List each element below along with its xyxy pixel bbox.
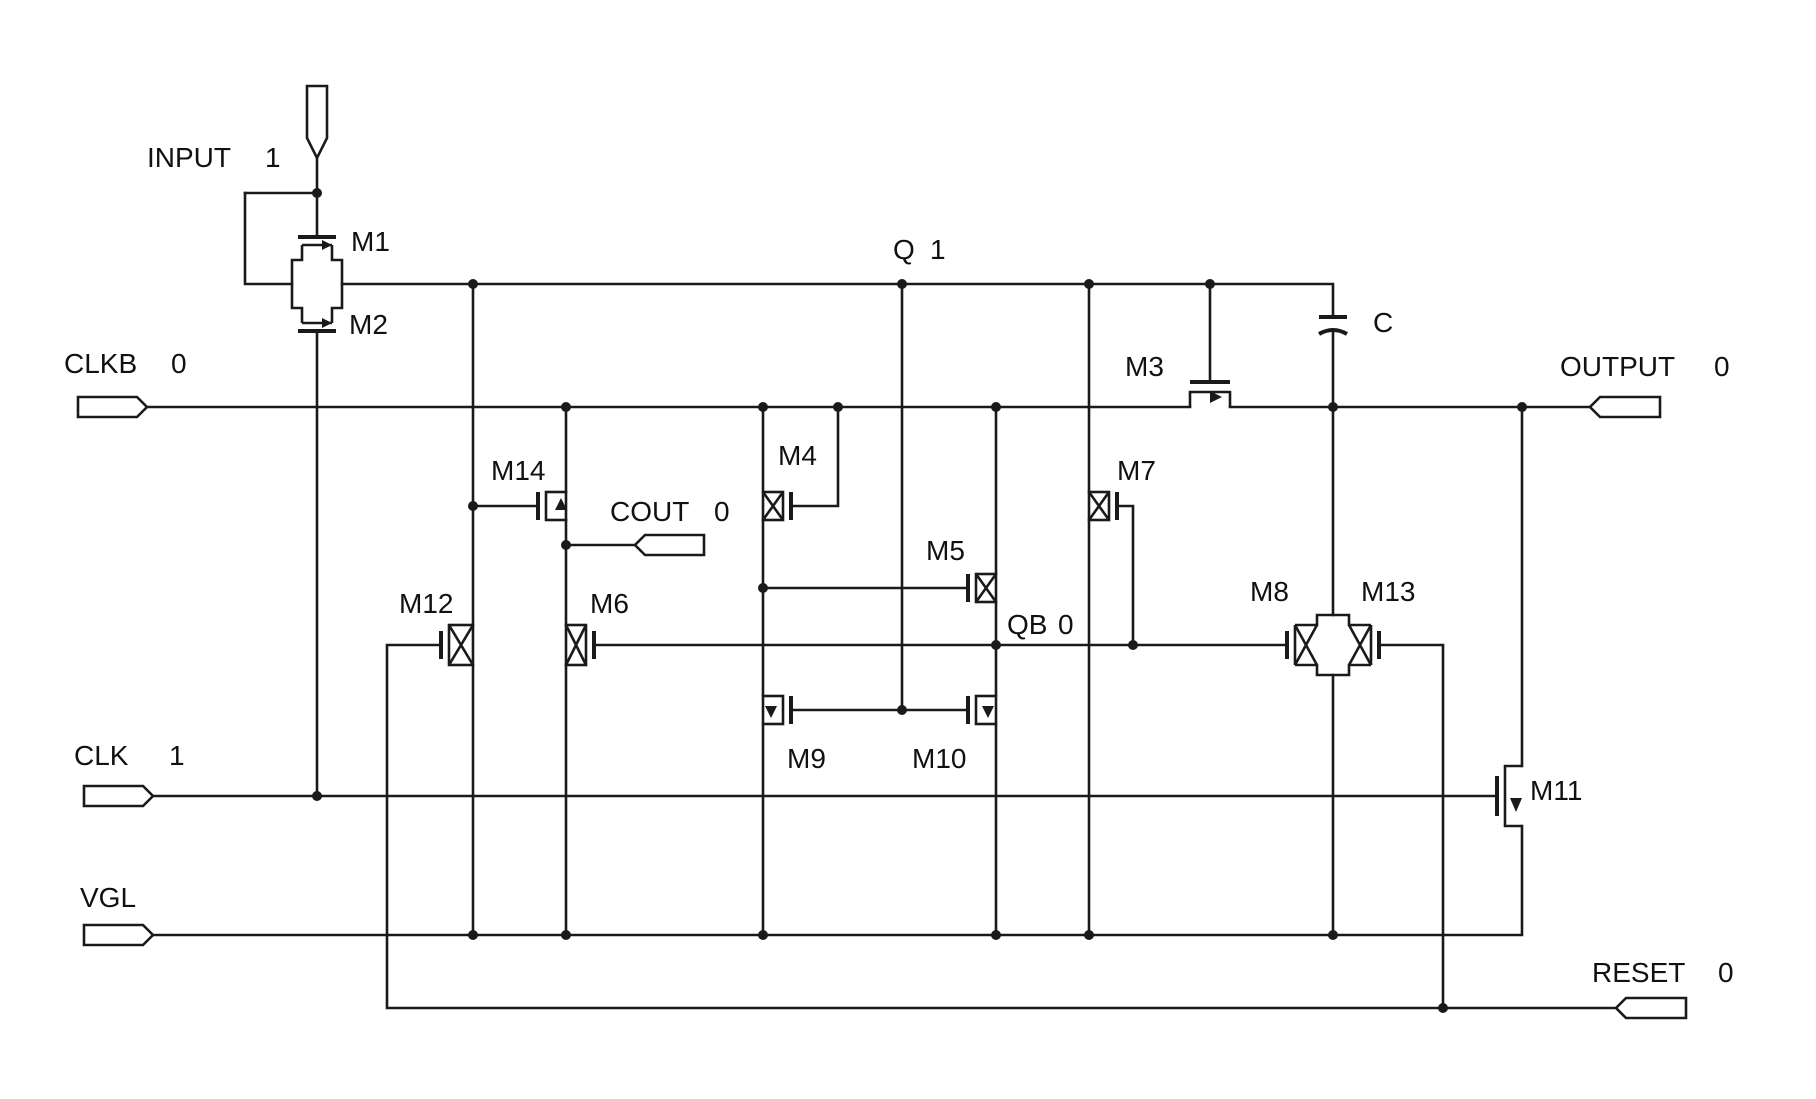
label-m11: M11	[1530, 775, 1582, 806]
clk-value: 1	[169, 740, 185, 771]
vgl-pin	[84, 925, 153, 945]
reset-pin	[1616, 998, 1686, 1018]
transistor-m12	[441, 625, 473, 665]
label-m5: M5	[926, 535, 965, 566]
transistor-m9	[763, 696, 791, 724]
label-m7: M7	[1117, 455, 1156, 486]
output-value: 0	[1714, 351, 1730, 382]
label-m4: M4	[778, 440, 817, 471]
output-label: OUTPUT	[1560, 351, 1675, 382]
q-value: 1	[930, 234, 946, 265]
transistor-m6	[566, 625, 594, 665]
clk-pin	[84, 786, 153, 806]
transistor-m1-m2	[292, 237, 342, 331]
input-label: INPUT	[147, 142, 231, 173]
clkb-label: CLKB	[64, 348, 137, 379]
input-pin	[307, 86, 327, 158]
capacitor-c	[1319, 317, 1347, 334]
qb-label: QB	[1007, 609, 1047, 640]
vgl-label: VGL	[80, 882, 136, 913]
signal-labels: INPUT 1 Q 1 C CLKB 0 OUTPUT 0 COUT 0 QB …	[64, 142, 1734, 988]
cout-label: COUT	[610, 496, 689, 527]
label-m13: M13	[1361, 576, 1415, 607]
transistor-m4	[763, 492, 791, 520]
label-m6: M6	[590, 588, 629, 619]
transistor-m11	[1497, 766, 1522, 826]
transistor-m3	[1190, 382, 1230, 407]
output-pin	[1590, 397, 1660, 417]
label-m3: M3	[1125, 351, 1164, 382]
transistor-m10	[968, 696, 996, 724]
clk-label: CLK	[74, 740, 129, 771]
input-value: 1	[265, 142, 281, 173]
transistor-m5	[968, 574, 996, 602]
transistor-m14	[538, 492, 567, 520]
label-m8: M8	[1250, 576, 1289, 607]
label-m1: M1	[351, 226, 390, 257]
qb-value: 0	[1058, 609, 1074, 640]
clkb-pin	[78, 397, 147, 417]
transistor-m7	[1089, 492, 1117, 520]
q-label: Q	[893, 234, 915, 265]
cout-pin	[635, 535, 704, 555]
junction-dots	[312, 188, 1527, 1013]
reset-value: 0	[1718, 957, 1734, 988]
cout-value: 0	[714, 496, 730, 527]
label-m10: M10	[912, 743, 966, 774]
label-m12: M12	[399, 588, 453, 619]
cap-label: C	[1373, 307, 1393, 338]
transistor-m8-m13	[1287, 615, 1379, 675]
label-m9: M9	[787, 743, 826, 774]
reset-label: RESET	[1592, 957, 1685, 988]
transistor-labels: M1 M2 M3 M4 M5 M6 M7 M8 M9 M10 M11 M12 M…	[349, 226, 1582, 806]
label-m2: M2	[349, 309, 388, 340]
label-m14: M14	[491, 455, 545, 486]
clkb-value: 0	[171, 348, 187, 379]
